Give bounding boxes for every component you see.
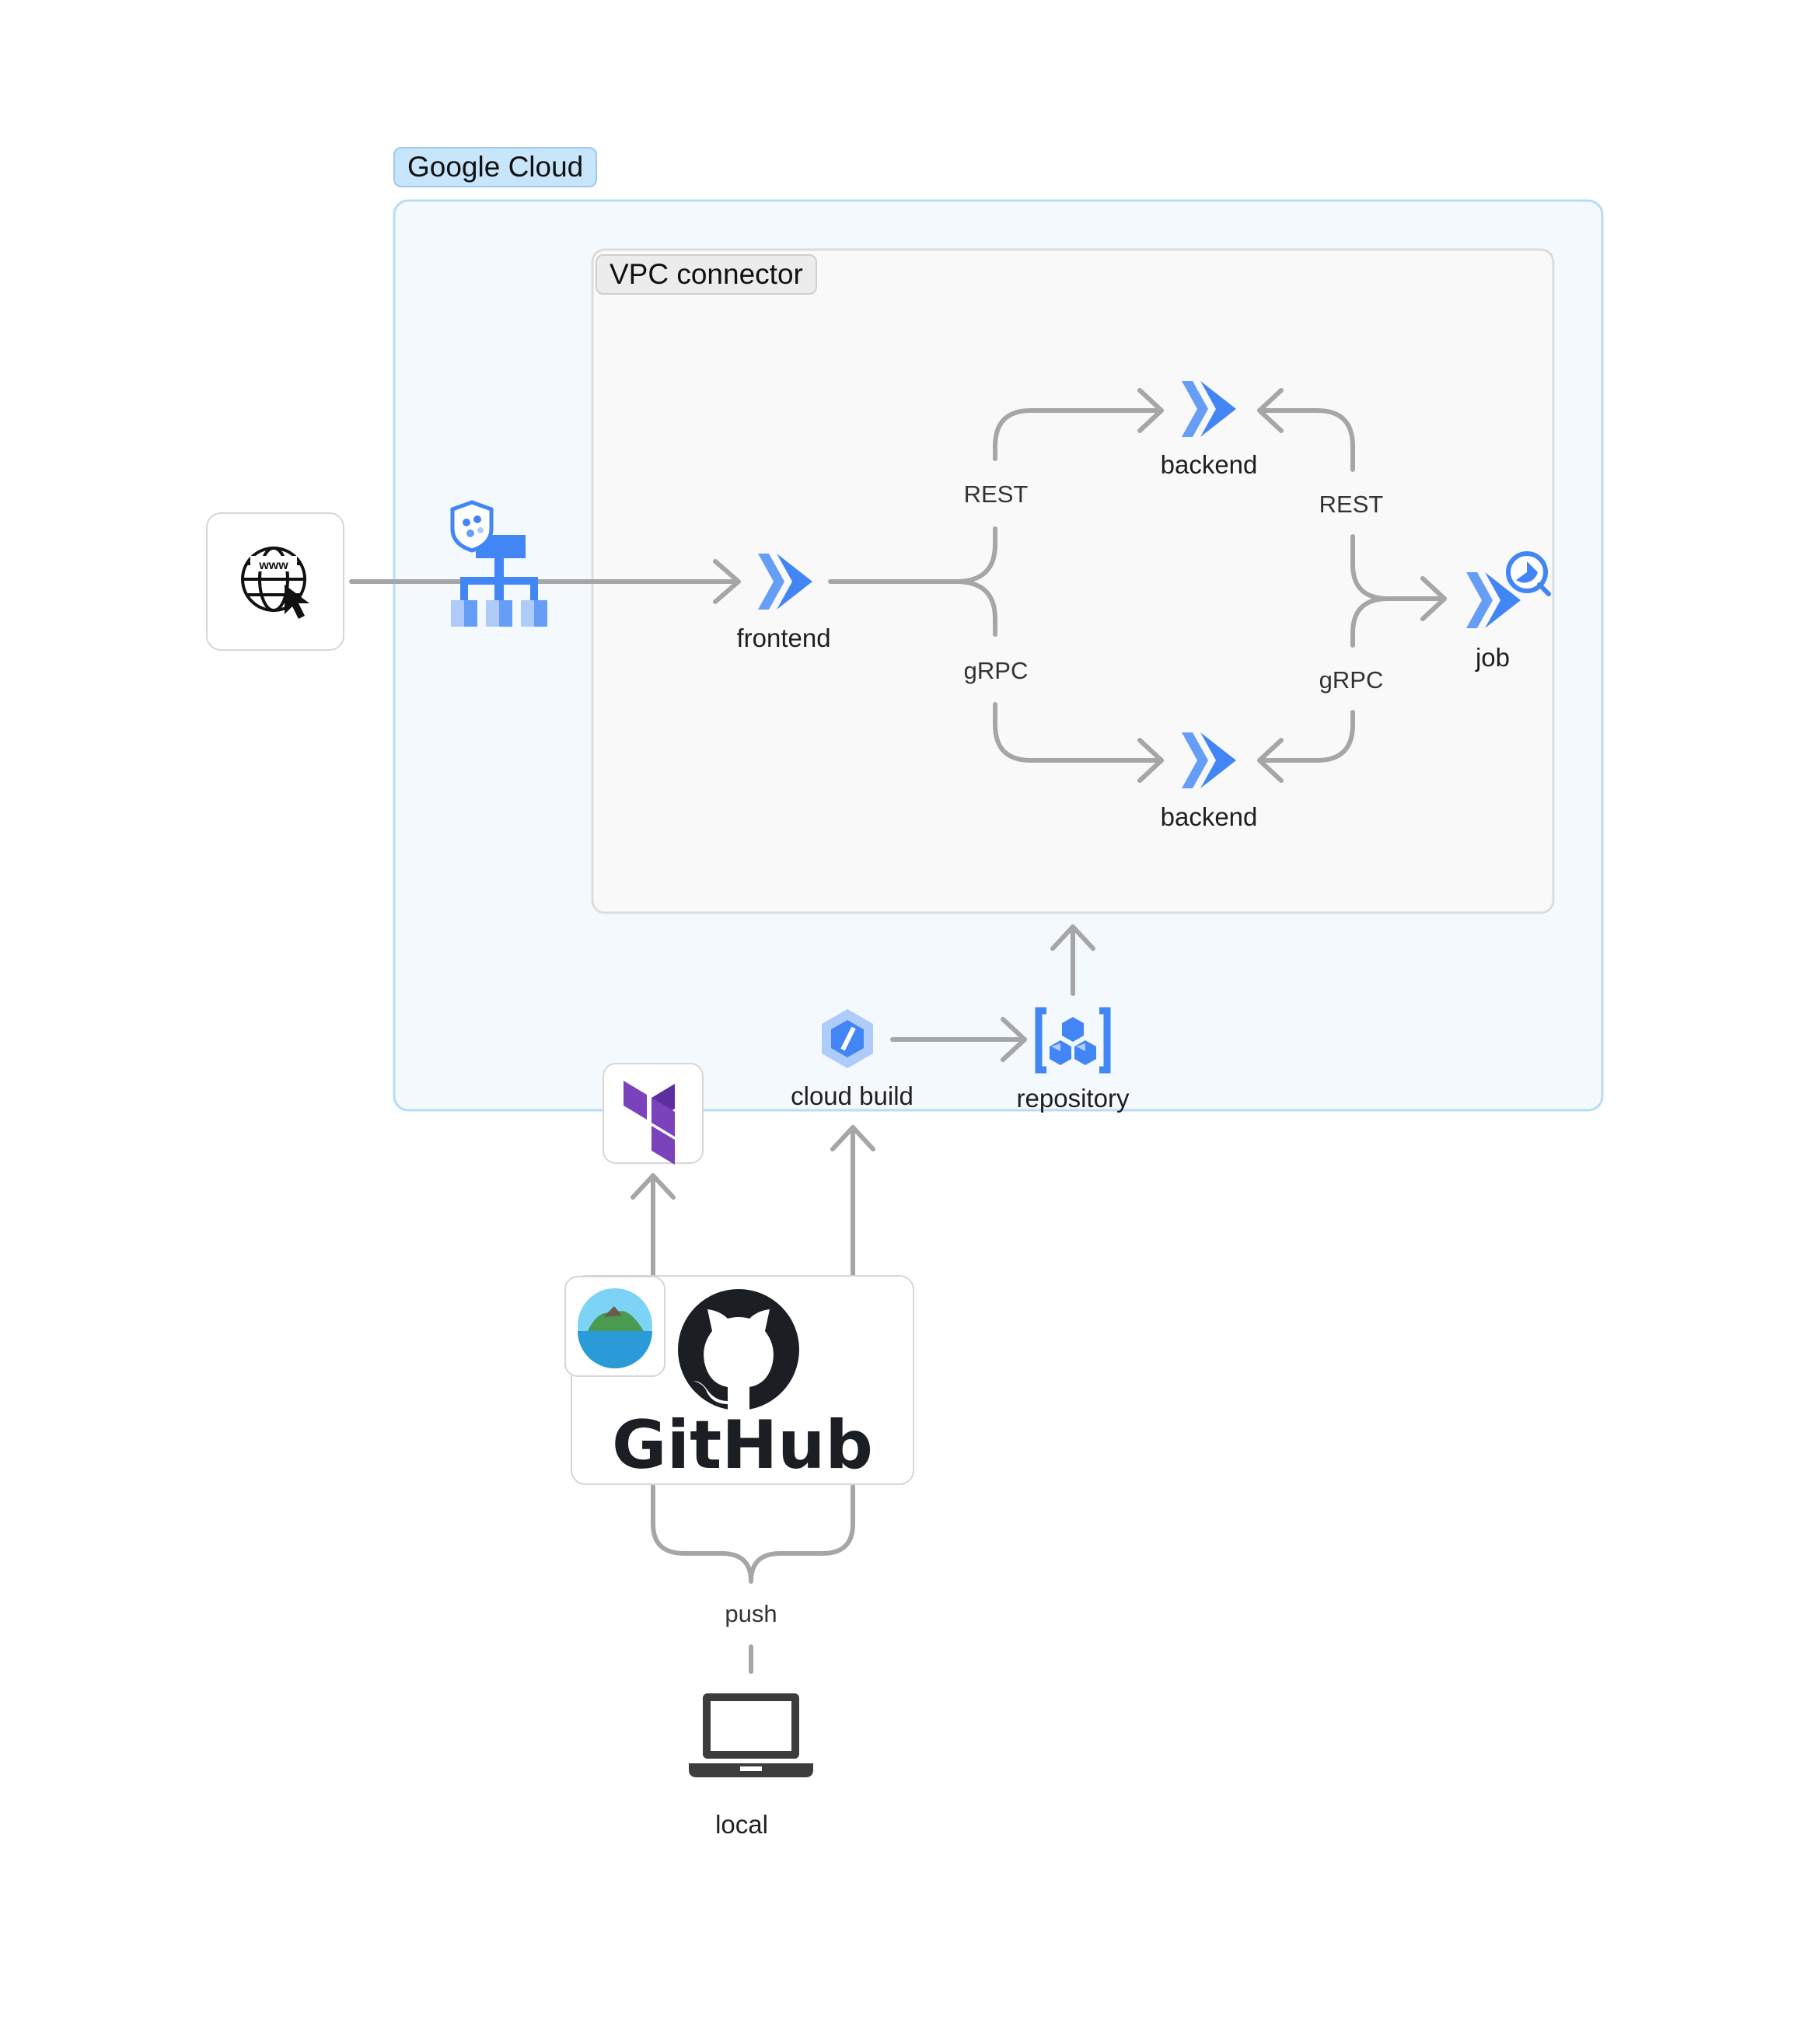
frontend-label: frontend xyxy=(736,624,831,652)
push-edge-label: push xyxy=(725,1600,777,1627)
backend-rest-label: backend xyxy=(1160,450,1258,479)
internet-node: www xyxy=(206,512,344,651)
edge-job-backend-rest xyxy=(1257,408,1355,472)
rest-edge-label: REST xyxy=(1319,491,1384,518)
www-globe-icon xyxy=(241,547,306,612)
shield-icon xyxy=(450,500,494,553)
cloud-build-icon xyxy=(822,1009,873,1068)
laptop-icon xyxy=(689,1693,813,1777)
island-node xyxy=(564,1276,665,1377)
rest-edge-label: REST xyxy=(963,480,1029,508)
cursor-icon xyxy=(285,585,309,619)
repository-label: repository xyxy=(1016,1084,1130,1113)
grpc-edge-label: gRPC xyxy=(1319,666,1384,694)
job-label: job xyxy=(1475,643,1511,672)
artifact-registry-icon xyxy=(1035,1007,1111,1074)
grpc-edge-label: gRPC xyxy=(963,657,1029,684)
cloud-run-job-icon xyxy=(1466,551,1551,628)
edge-local-github-push xyxy=(651,1484,855,1584)
github-octocat-icon xyxy=(678,1289,799,1412)
cloud-build-label: cloud build xyxy=(791,1081,913,1110)
google-cloud-group-label: Google Cloud xyxy=(393,147,598,187)
edge-frontend-backend-grpc xyxy=(954,579,997,637)
local-label: local xyxy=(715,1810,768,1839)
vpc-connector-group-label: VPC connector xyxy=(596,254,817,295)
terraform-icon xyxy=(624,1081,675,1165)
cloud-run-icon xyxy=(1182,381,1236,437)
cloud-run-icon xyxy=(1182,732,1236,788)
github-wordmark: GitHub xyxy=(612,1406,873,1484)
backend-grpc-label: backend xyxy=(1160,802,1258,831)
island-logo-icon xyxy=(578,1288,652,1368)
edge-job-backend-grpc xyxy=(1350,596,1391,648)
cloud-run-icon xyxy=(758,554,812,610)
svg-text:www: www xyxy=(258,559,288,572)
terraform-node xyxy=(603,1063,704,1165)
